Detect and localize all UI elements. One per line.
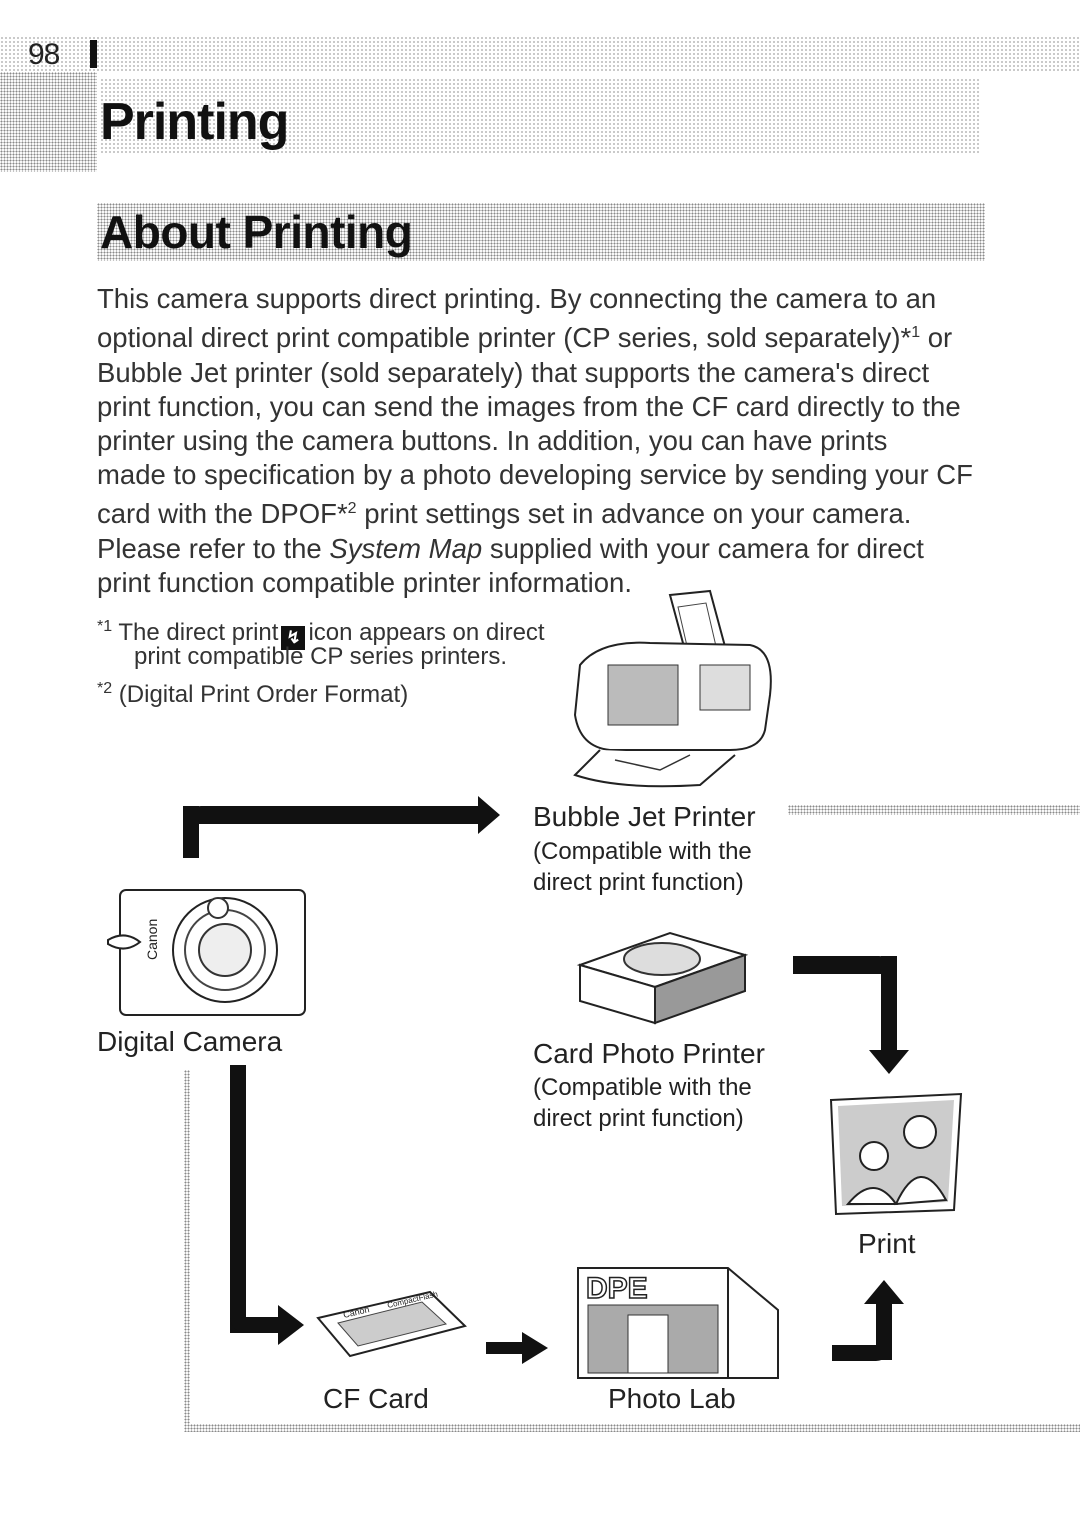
bubble-jet-sub2: direct print function) (533, 869, 744, 896)
arrow-up-icon (864, 1280, 904, 1304)
bubble-jet-title: Bubble Jet Printer (533, 801, 756, 832)
intro-line: print function compatible printer inform… (97, 566, 632, 598)
intro-line: optional direct print compatible printer… (97, 322, 953, 354)
card-photo-sub2: direct print function) (533, 1105, 744, 1132)
footnote-2: *2 (Digital Print Order Format) (97, 680, 409, 708)
frame-bottom-rule (184, 1424, 1080, 1432)
card-photo-sub1: (Compatible with the (533, 1074, 752, 1101)
cf-card-label: CF Card (323, 1383, 429, 1414)
printed-photo-icon (829, 1092, 963, 1216)
digital-camera-icon: Canon (107, 889, 306, 1016)
arrow-down-icon (869, 1050, 909, 1074)
page-marker (90, 40, 97, 68)
title-band (100, 78, 980, 153)
bubble-jet-printer-icon (573, 589, 772, 788)
card-photo-printer-icon (576, 931, 749, 1025)
arrow-to-print-stem (881, 956, 897, 1052)
svg-text:Canon: Canon (144, 919, 160, 960)
bubble-jet-sub1: (Compatible with the (533, 838, 752, 865)
svg-text:DPE: DPE (586, 1272, 648, 1305)
arrow-right-icon (478, 796, 500, 834)
page-number: 98 (28, 38, 60, 71)
arrow-to-bubble-jet-stem (183, 806, 199, 858)
intro-line: This camera supports direct printing. By… (97, 283, 937, 314)
intro-line: made to specification by a photo develop… (97, 459, 973, 491)
arrow-to-bubble-jet (183, 806, 483, 824)
arrow-to-cf-stem (230, 1065, 246, 1333)
direct-print-icon: ↯ (281, 626, 306, 650)
photo-lab-icon: DPE (577, 1267, 779, 1379)
arrow-to-print (793, 956, 897, 974)
heading-band (97, 203, 985, 261)
arrow-to-cf (230, 1317, 280, 1333)
bubble-jet-rule (788, 805, 1080, 815)
intro-line: Bubble Jet printer (sold separately) tha… (97, 356, 930, 388)
intro-line: print function, you can send the images … (97, 390, 961, 422)
camera-label: Digital Camera (97, 1026, 283, 1057)
footnote-1-cont: print compatible CP series printers. (134, 643, 508, 670)
section-title: Printing (100, 93, 289, 151)
header-band (0, 36, 1080, 72)
page-heading: About Printing (100, 206, 413, 258)
header-side-block (0, 72, 97, 172)
footnote-1: *1 The direct print↯icon appears on dire… (97, 612, 617, 650)
print-label: Print (858, 1228, 916, 1259)
intro-line: card with the DPOF*2 print settings set … (97, 498, 912, 530)
intro-line: Please refer to the System Map supplied … (97, 532, 924, 564)
intro-line: printer using the camera buttons. In add… (97, 424, 888, 456)
arrow-right-icon (522, 1332, 548, 1364)
arrow-to-lab (486, 1342, 526, 1354)
arrow-right-icon (278, 1305, 304, 1345)
intro-paragraph: This camera supports direct printing. By… (97, 282, 997, 600)
photo-lab-label: Photo Lab (608, 1383, 736, 1414)
arrow-lab-to-print-stem (876, 1300, 892, 1360)
card-photo-title: Card Photo Printer (533, 1038, 765, 1069)
system-map-ref: System Map (329, 532, 483, 564)
cf-card-icon: Canon CompactFlash (316, 1290, 467, 1358)
frame-left-rule (184, 1070, 190, 1430)
